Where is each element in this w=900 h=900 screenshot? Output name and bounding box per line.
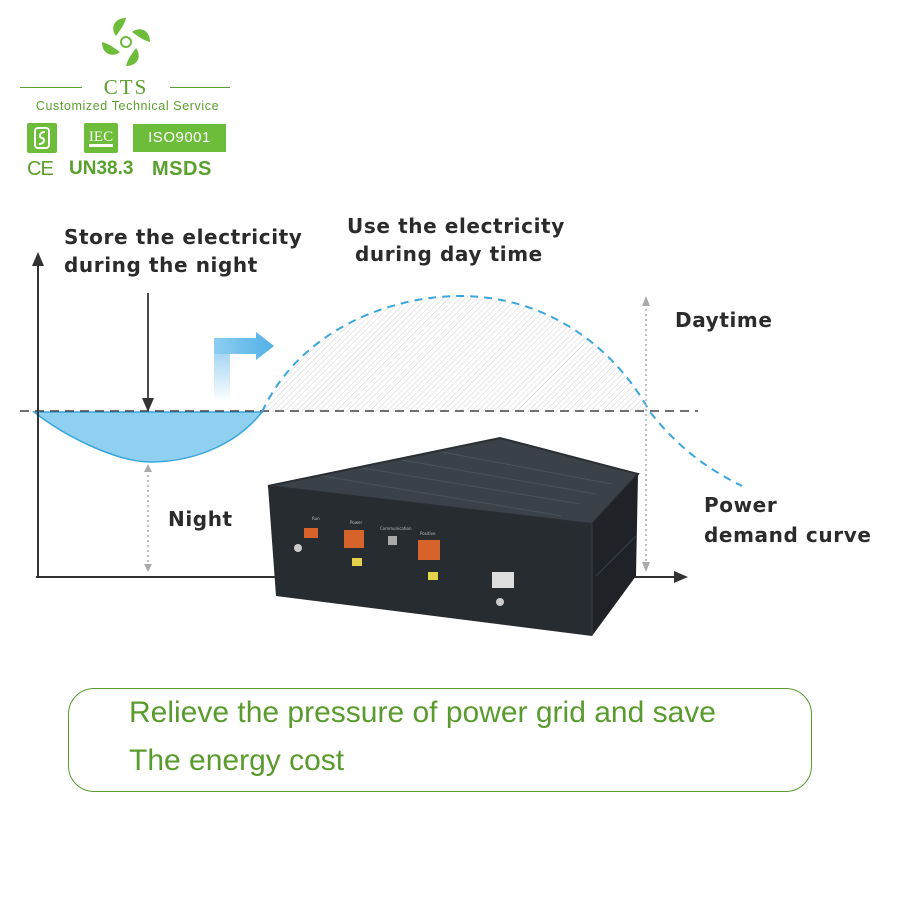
night-label: Night: [168, 507, 233, 531]
power-demand-curve-label: Power demand curve: [704, 493, 872, 547]
y-axis-arrow-icon: [32, 252, 44, 266]
use-label: Use the electricity during day time: [347, 214, 565, 266]
msds-mark: MSDS: [152, 158, 212, 180]
cts-leaf-emblem-icon: [102, 18, 150, 66]
store-arrow-icon: [142, 398, 154, 412]
svg-text:IEC: IEC: [89, 129, 113, 145]
night-storage-area: [31, 411, 264, 463]
battery-pack-image: Run Power Communication Positive: [267, 436, 640, 636]
svg-text:Power: Power: [350, 520, 362, 525]
ce-mark: CE: [27, 158, 54, 180]
power-demand-curve: [261, 294, 743, 487]
brand-name: CTS: [103, 75, 149, 99]
x-axis-arrow-icon: [674, 571, 688, 583]
brand-tagline: Customized Technical Service: [35, 99, 220, 113]
daytime-label: Daytime: [675, 308, 773, 332]
svg-text:Run: Run: [312, 516, 320, 521]
logo-rule-left: [20, 87, 82, 88]
night-measure-top-icon: [144, 464, 152, 472]
banner-line-2: The energy cost: [129, 744, 345, 777]
svg-text:Communication: Communication: [380, 526, 412, 531]
store-label: Store the electricity during the night: [64, 225, 303, 277]
banner-line-1: Relieve the pressure of power grid and s…: [129, 696, 716, 729]
iso9001-badge: ISO9001: [133, 124, 226, 152]
daytime-usage-area: [262, 296, 650, 412]
ccc-cert-icon: [27, 123, 57, 153]
svg-text:Positive: Positive: [420, 531, 436, 536]
iec-cert-icon: IEC: [84, 123, 118, 153]
un383-mark: UN38.3: [69, 158, 134, 179]
brand-logo: CTS Customized Technical Service: [20, 14, 235, 189]
daytime-measure-bottom-icon: [642, 562, 650, 572]
logo-rule-right: [170, 87, 230, 88]
benefit-banner: Relieve the pressure of power grid and s…: [68, 688, 812, 792]
night-measure-bottom-icon: [144, 564, 152, 572]
daytime-measure-top-icon: [642, 296, 650, 306]
